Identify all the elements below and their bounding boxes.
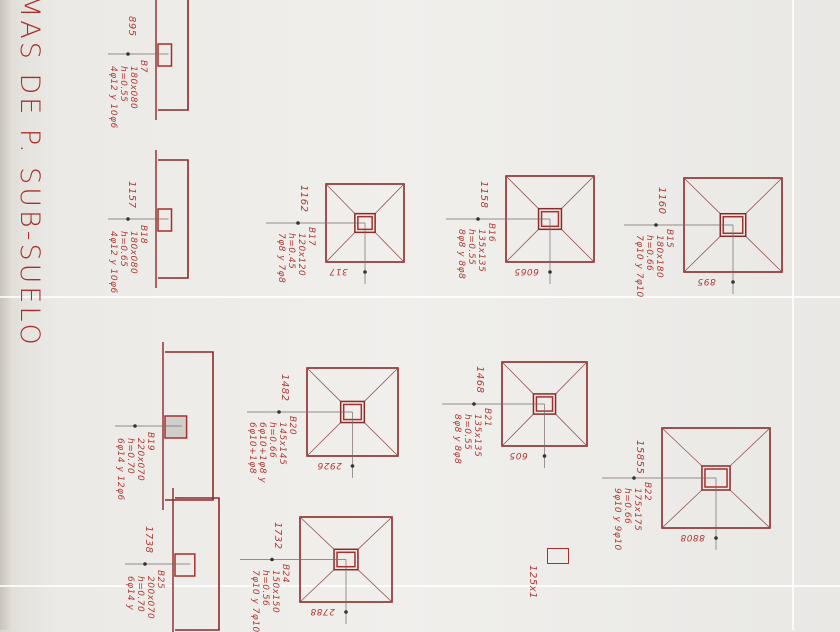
strip-footing-b19 <box>165 352 213 500</box>
dim-bottom: 2788 <box>310 606 335 616</box>
footing-spec-line: B21 <box>482 408 492 427</box>
dim-left: 1482 <box>279 374 289 401</box>
dim-left: 895 <box>126 16 136 37</box>
footing-spec-line: 6φ10+1φ8 <box>247 422 257 474</box>
footing-spec-line: 7φ10 y 7φ10 <box>250 570 260 632</box>
footing-spec-line: h=0.66 <box>644 235 654 271</box>
footing-spec-line: h=0.55 <box>462 414 472 450</box>
strip-spec-line: h=0.55 <box>118 66 128 102</box>
paper-edge <box>0 0 14 630</box>
footing-b17 <box>326 184 404 262</box>
footing-spec-line: h=0.55 <box>466 229 476 265</box>
footing-b16 <box>506 176 594 262</box>
dim-left: 15855 <box>634 440 644 474</box>
strip-spec-line: 200x070 <box>145 576 155 619</box>
footing-spec-line: 7φ8 y 7φ8 <box>276 233 286 283</box>
footing-spec-line: 135x135 <box>476 229 486 272</box>
strip-spec-line: 4φ12 y 10φ6 <box>108 231 118 294</box>
strip-spec-line: B25 <box>155 570 165 589</box>
dim-left: 1732 <box>272 522 282 549</box>
strip-spec-line: 180x080 <box>128 66 138 109</box>
dim-bottom: 895 <box>697 276 716 286</box>
footing-spec-line: h=0.45 <box>286 233 296 269</box>
footing-spec-line: B16 <box>486 223 496 242</box>
footing-b21 <box>502 362 587 446</box>
strip-footing-b7 <box>158 0 188 110</box>
footing-spec-line: B15 <box>664 229 674 248</box>
footing-b22 <box>662 428 770 528</box>
footing-spec-line: 8φ8 y 8φ8 <box>452 414 462 464</box>
strip-spec-line: 6φ14 y 12φ6 <box>115 438 125 501</box>
footing-spec-line: 7φ10 y 7φ10 <box>634 235 644 298</box>
footing-spec-line: B24 <box>280 564 290 583</box>
footing-spec-line: B22 <box>642 482 652 501</box>
footing-spec-line: 175x175 <box>632 488 642 531</box>
dim-bottom: 6065 <box>514 266 539 276</box>
dim-bottom: 317 <box>329 266 348 276</box>
footing-spec-line: h=0.66 <box>267 422 277 458</box>
dim-bottom: 605 <box>509 450 528 460</box>
small-column-mark <box>547 548 569 564</box>
footing-b15 <box>684 178 782 272</box>
dim-left: 1160 <box>656 187 666 214</box>
footing-spec-line: 135x135 <box>472 414 482 457</box>
footing-spec-line: 180x180 <box>654 235 664 278</box>
strip-spec-line: h=0.70 <box>135 576 145 612</box>
dim-left: 1157 <box>126 181 136 208</box>
dim-left: 1158 <box>478 181 488 208</box>
footing-spec-line: 9φ10 y 9φ10 <box>612 488 622 551</box>
strip-spec-line: h=0.65 <box>118 231 128 267</box>
fold-line <box>792 0 794 630</box>
note-text: 125x1 <box>527 565 537 599</box>
dim-left: 1468 <box>474 366 484 393</box>
footing-spec-line: 150x150 <box>270 570 280 613</box>
strip-spec-line: 220x070 <box>135 438 145 481</box>
footing-spec-line: 6φ10+1φ8 y <box>257 422 267 483</box>
footing-spec-line: 145x145 <box>277 422 287 465</box>
dim-bottom: 2926 <box>317 460 342 470</box>
strip-spec-line: 4φ12 y 10φ6 <box>108 66 118 129</box>
dim-bottom: 8808 <box>680 532 705 542</box>
dim-left: 1162 <box>298 185 308 212</box>
strip-spec-line: h=0.70 <box>125 438 135 474</box>
strip-spec-line: 180x080 <box>128 231 138 274</box>
footing-b24 <box>300 517 392 602</box>
footing-b20 <box>307 368 398 456</box>
strip-spec-line: 6φ14 y <box>125 576 135 610</box>
strip-spec-line: B7 <box>138 60 148 73</box>
footing-spec-line: 8φ8 y 8φ8 <box>456 229 466 279</box>
strip-spec-line: B19 <box>145 432 155 451</box>
dim-left: 1738 <box>143 526 153 553</box>
footing-spec-line: h=0.56 <box>260 570 270 606</box>
footing-spec-line: 120x120 <box>296 233 306 276</box>
fold-line <box>0 296 840 298</box>
footing-spec-line: B20 <box>287 416 297 435</box>
footing-spec-line: B17 <box>306 227 316 246</box>
strip-footing-b25 <box>175 498 219 630</box>
drawing-title: MAS DE P. SUB-SUELO <box>14 0 45 348</box>
footing-spec-line: h=0.66 <box>622 488 632 524</box>
strip-spec-line: B18 <box>138 225 148 244</box>
strip-footing-b18 <box>158 160 188 278</box>
